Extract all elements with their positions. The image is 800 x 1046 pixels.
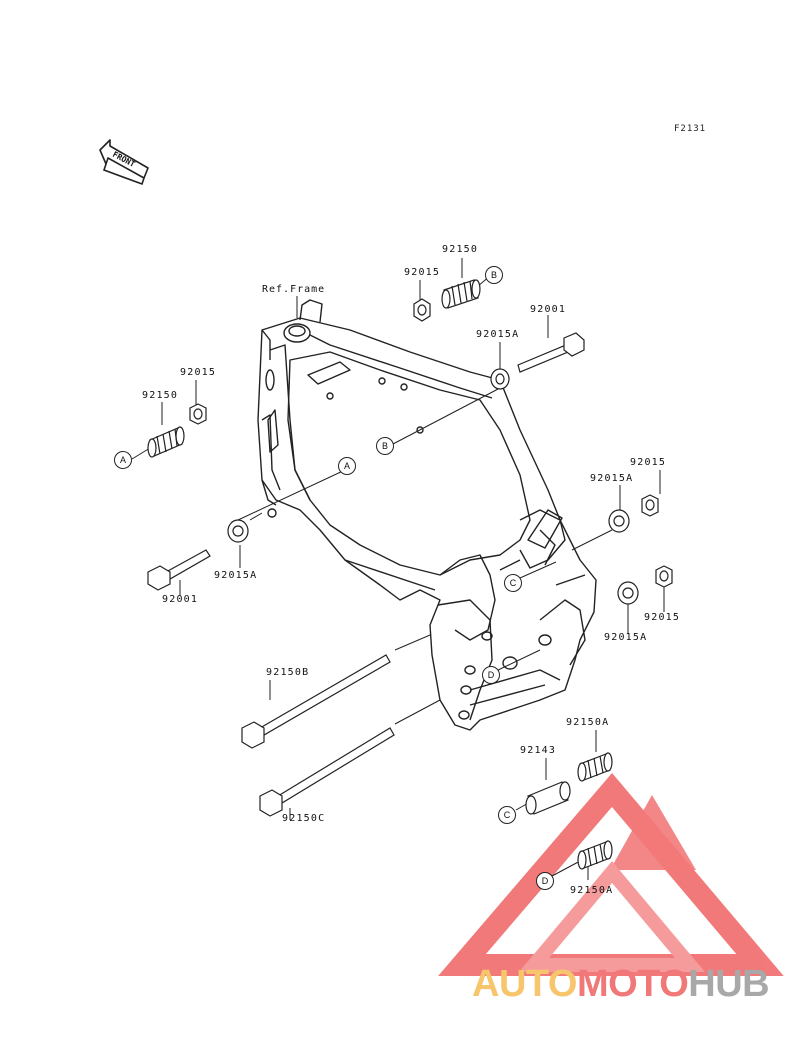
part-label-92015A-left: 92015A [214, 570, 258, 581]
part-label-92015-right-bot: 92015 [644, 612, 681, 623]
callout-d-collar: D [536, 872, 554, 890]
part-label-92150-left: 92150 [142, 390, 179, 401]
collar-92150-left [147, 426, 185, 458]
callout-c-frame: C [504, 574, 522, 592]
leader-lines [131, 258, 665, 880]
nut-92015-right-top [641, 494, 659, 517]
ref-frame-label: Ref.Frame [262, 284, 326, 295]
callout-c-spacer: C [498, 806, 516, 824]
part-label-92001-left: 92001 [162, 594, 199, 605]
washer-92015A-left [227, 519, 249, 543]
frame [257, 299, 597, 731]
bolt-92001-top [517, 332, 585, 373]
callout-a-frame: A [338, 457, 356, 475]
callout-b-frame: B [376, 437, 394, 455]
part-label-92150-top: 92150 [442, 244, 479, 255]
part-label-92143: 92143 [520, 745, 557, 756]
callout-d-frame: D [482, 666, 500, 684]
nut-92015-top [413, 298, 431, 322]
part-label-92015-top: 92015 [404, 267, 441, 278]
nut-92015-left [189, 403, 207, 425]
bolt-92001-left [147, 549, 211, 591]
part-label-92150B: 92150B [266, 667, 310, 678]
watermark-hub: HUB [688, 963, 770, 1005]
callout-a-left: A [114, 451, 132, 469]
part-label-92015-right-top: 92015 [630, 457, 667, 468]
part-label-92150C: 92150C [282, 813, 326, 824]
figure-code: F2131 [674, 124, 707, 134]
collar-92150A-top [577, 752, 613, 782]
watermark-moto: MOTO [576, 963, 689, 1005]
hardware-parts [147, 279, 673, 870]
part-label-92150A-top: 92150A [566, 717, 610, 728]
callout-b-top: B [485, 266, 503, 284]
washer-92015A-top [490, 368, 510, 390]
part-label-92015A-right-top: 92015A [590, 473, 634, 484]
watermark-auto: AUTO [472, 963, 577, 1005]
part-label-92150A-bot: 92150A [570, 885, 614, 896]
front-arrow-icon: FRONT [99, 139, 149, 186]
nut-92015-right-bot [655, 565, 673, 588]
part-label-92001-top: 92001 [530, 304, 567, 315]
bolt-92150C [259, 727, 395, 817]
part-label-92015-left: 92015 [180, 367, 217, 378]
watermark-text: AUTOMOTOHUB [472, 964, 794, 1004]
washer-92015A-right-bot [617, 581, 639, 605]
part-label-92015A-top: 92015A [476, 329, 520, 340]
collar-92150A-bot [577, 840, 613, 870]
collar-92150-top [441, 279, 481, 309]
spacer-92143 [525, 781, 571, 815]
bolt-92150B [241, 654, 391, 749]
washer-92015A-right-top [608, 509, 630, 533]
part-label-92015A-right-bot: 92015A [604, 632, 648, 643]
